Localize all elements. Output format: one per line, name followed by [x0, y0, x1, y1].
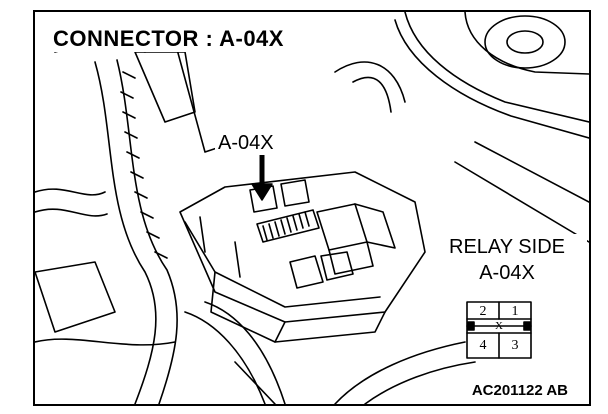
- engine-bay-illustration: [35, 12, 589, 404]
- connector-lock-mark: X: [495, 320, 503, 332]
- relay-box-drawing: [179, 171, 426, 343]
- connector-pin-1: 1: [511, 304, 519, 319]
- strut-tower-drawing: [334, 12, 589, 243]
- diagram-frame: CONNECTOR : A-04X A-04X RELAY SIDE A-04X…: [33, 10, 591, 406]
- arrow-down-icon: [251, 149, 273, 201]
- connector-title: CONNECTOR : A-04X: [49, 26, 288, 52]
- lower-panel-drawing: [234, 341, 476, 404]
- connector-face-drawing: [466, 301, 532, 359]
- connector-pin-2: 2: [479, 304, 487, 319]
- connector-pin-3: 3: [511, 338, 519, 353]
- relay-side-connector-label: A-04X: [479, 262, 535, 284]
- wiring-harness-drawing: [35, 41, 286, 404]
- relay-side-label: RELAY SIDE: [449, 236, 565, 258]
- connector-pin-4: 4: [479, 338, 487, 353]
- figure-code: AC201122 AB: [468, 382, 571, 399]
- relay-side-heading: RELAY SIDE A-04X: [427, 234, 587, 286]
- connector-callout-label: A-04X: [215, 132, 277, 155]
